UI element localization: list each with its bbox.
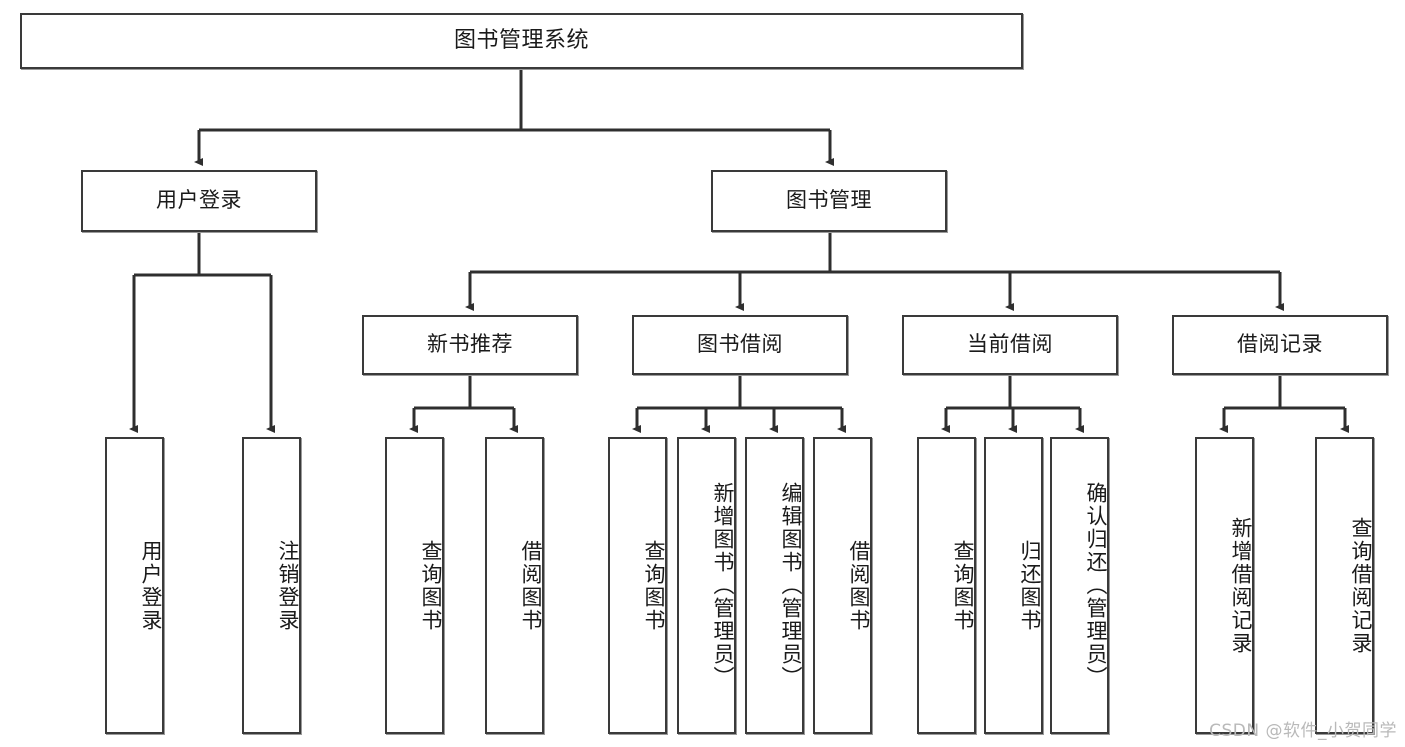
leaf-borrow-add-book-admin[interactable]: 新增图书（管理员） [677,437,736,734]
node-label: 用户登录 [156,188,242,213]
node-current-borrow[interactable]: 当前借阅 [902,315,1118,375]
csdn-watermark: CSDN @软件_小贺同学 [1209,721,1397,741]
node-label: 确认归还（管理员） [1084,482,1108,689]
leaf-recommend-borrow-book[interactable]: 借阅图书 [485,437,544,734]
node-user-login[interactable]: 用户登录 [81,170,317,232]
leaf-borrow-edit-book-admin[interactable]: 编辑图书（管理员） [745,437,804,734]
leaf-record-add-record[interactable]: 新增借阅记录 [1195,437,1254,734]
leaf-borrow-borrow-book[interactable]: 借阅图书 [813,437,872,734]
node-label: 用户登录 [139,539,163,632]
node-book-management[interactable]: 图书管理 [711,170,947,232]
node-label: 查询借阅记录 [1349,516,1373,655]
leaf-user-login-logout[interactable]: 注销登录 [242,437,301,734]
node-label: 查询图书 [951,539,975,632]
node-label: 图书管理 [786,188,872,213]
leaf-current-confirm-return-admin[interactable]: 确认归还（管理员） [1050,437,1109,734]
node-label: 编辑图书（管理员） [779,482,803,689]
leaf-user-login-login[interactable]: 用户登录 [105,437,164,734]
node-label: 查询图书 [642,539,666,632]
node-label: 图书借阅 [697,332,783,357]
leaf-current-return-book[interactable]: 归还图书 [984,437,1043,734]
leaf-borrow-query-book[interactable]: 查询图书 [608,437,667,734]
node-new-book-recommend[interactable]: 新书推荐 [362,315,578,375]
leaf-record-query-record[interactable]: 查询借阅记录 [1315,437,1374,734]
leaf-recommend-query-book[interactable]: 查询图书 [385,437,444,734]
node-label: 新书推荐 [427,332,513,357]
node-label: 新增图书（管理员） [711,482,735,689]
node-root-system[interactable]: 图书管理系统 [20,13,1023,69]
leaf-current-query-book[interactable]: 查询图书 [917,437,976,734]
node-book-borrow[interactable]: 图书借阅 [632,315,848,375]
node-label: 借阅记录 [1237,332,1323,357]
node-label: 借阅图书 [519,539,543,632]
node-label: 归还图书 [1018,539,1042,632]
node-borrow-record[interactable]: 借阅记录 [1172,315,1388,375]
node-label: 借阅图书 [847,539,871,632]
node-label: 图书管理系统 [453,27,589,53]
node-label: 注销登录 [276,539,300,632]
node-label: 查询图书 [419,539,443,632]
node-label: 当前借阅 [967,332,1053,357]
node-label: 新增借阅记录 [1229,516,1253,655]
